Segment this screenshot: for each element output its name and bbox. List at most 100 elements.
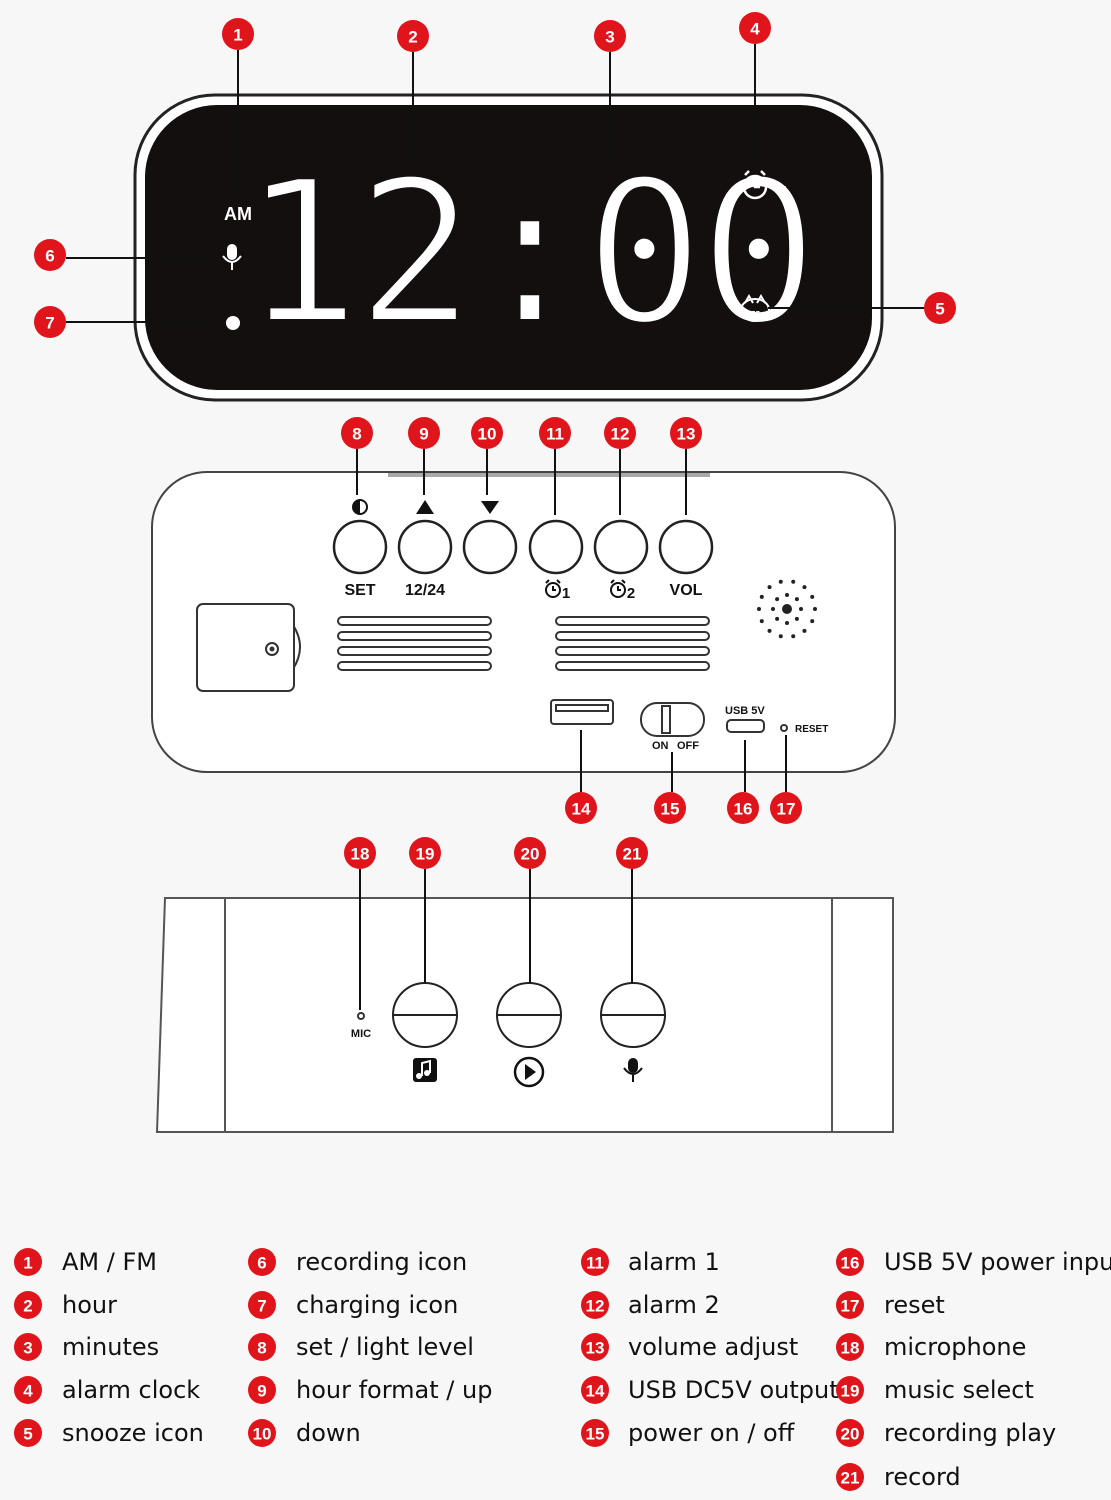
legend-text: alarm clock [62,1376,200,1404]
callout-number: 8 [352,425,361,444]
callout-10: 10 [471,417,503,449]
callout-number: 16 [734,800,753,819]
panel-button-1[interactable]: SET [332,499,388,599]
legend-number: 21 [841,1469,860,1488]
legend-number: 11 [586,1254,604,1273]
callout-number: 3 [605,28,614,47]
legend-text: USB 5V power input [884,1248,1111,1276]
am-indicator: AM [224,204,252,224]
callout-4: 4 [739,12,771,44]
panel-button-3[interactable] [462,501,518,575]
mic-label: MIC [351,1028,371,1040]
svg-text:zz: zz [751,308,761,318]
side-button-2[interactable] [496,982,562,1088]
panel-button-4[interactable]: 1 [528,519,584,602]
legend-number: 12 [586,1297,605,1316]
legend-number: 15 [586,1425,605,1444]
usb-a-port [550,699,614,725]
usb-5v-label: USB 5V [725,705,765,717]
legend-item: 6 recording icon [248,1248,467,1276]
callout-number: 2 [408,28,417,47]
legend-text: alarm 2 [628,1291,720,1319]
legend-text: snooze icon [62,1419,204,1447]
callout-number: 1 [233,26,242,45]
reset-hole[interactable] [780,724,788,732]
legend-number: 16 [841,1254,860,1273]
legend-item: 5 snooze icon [14,1419,204,1447]
callout-number: 20 [521,845,540,864]
callout-2: 2 [397,20,429,52]
legend-item: 14 USB DC5V output [581,1376,839,1404]
down-triangle-icon [481,501,499,514]
legend-text: volume adjust [628,1333,798,1361]
alarm-clock-icon [545,579,561,598]
up-triangle-icon [416,500,434,514]
callout-number: 15 [661,800,680,819]
microphone-icon [222,244,242,270]
callout-number: 13 [677,425,696,444]
callout-number: 21 [623,845,642,864]
callout-21: 21 [616,837,648,869]
callout-17: 17 [770,792,802,824]
panel-button-6[interactable]: VOL [658,519,714,599]
button-label: 2 [627,585,635,602]
speaker-holes [757,579,817,639]
callout-number: 14 [572,800,591,819]
legend-item: 4 alarm clock [14,1376,200,1404]
legend-item: 18 microphone [836,1333,1026,1361]
legend-item: 17 reset [836,1291,945,1319]
button-label: 12/24 [405,582,445,599]
callout-number: 12 [611,425,630,444]
legend-number: 4 [23,1382,33,1401]
legend-number: 5 [23,1425,32,1444]
speaker-grille-left [337,616,492,671]
contrast-icon [352,499,368,515]
legend-number: 17 [841,1297,860,1316]
legend-text: USB DC5V output [628,1376,839,1404]
power-switch[interactable] [640,702,705,737]
legend-text: microphone [884,1333,1026,1361]
side-button-3[interactable] [600,982,666,1082]
charging-dot-icon [226,316,240,330]
legend-text: reset [884,1291,945,1319]
callout-number: 10 [478,425,497,444]
play-icon [513,1056,545,1088]
callout-8: 8 [341,417,373,449]
panel-button-5[interactable]: 2 [593,519,649,602]
callout-6: 6 [34,239,66,271]
legend-item: 8 set / light level [248,1333,474,1361]
legend-number: 14 [586,1382,605,1401]
legend-number: 8 [257,1339,266,1358]
legend-number: 18 [841,1339,860,1358]
leader-lines [66,44,924,1010]
legend-number: 19 [841,1382,860,1401]
micro-usb-port [726,719,765,733]
legend-number: 10 [253,1425,272,1444]
callout-14: 14 [565,792,597,824]
alarm-clock-icon [742,170,768,200]
alarm-index: 1 [779,183,789,203]
microphone-icon [623,1058,643,1082]
legend-number: 6 [257,1254,266,1273]
legend-text: set / light level [296,1333,474,1361]
legend-text: recording icon [296,1248,467,1276]
side-tab [196,603,301,692]
legend-number: 20 [841,1425,860,1444]
callout-number: 4 [750,20,760,39]
mic-hole [357,1012,365,1020]
speaker-grille-right [555,616,710,671]
panel-button-2[interactable]: 12/24 [397,500,453,599]
clock-front: 12:00 AM 1 zz [133,93,884,402]
